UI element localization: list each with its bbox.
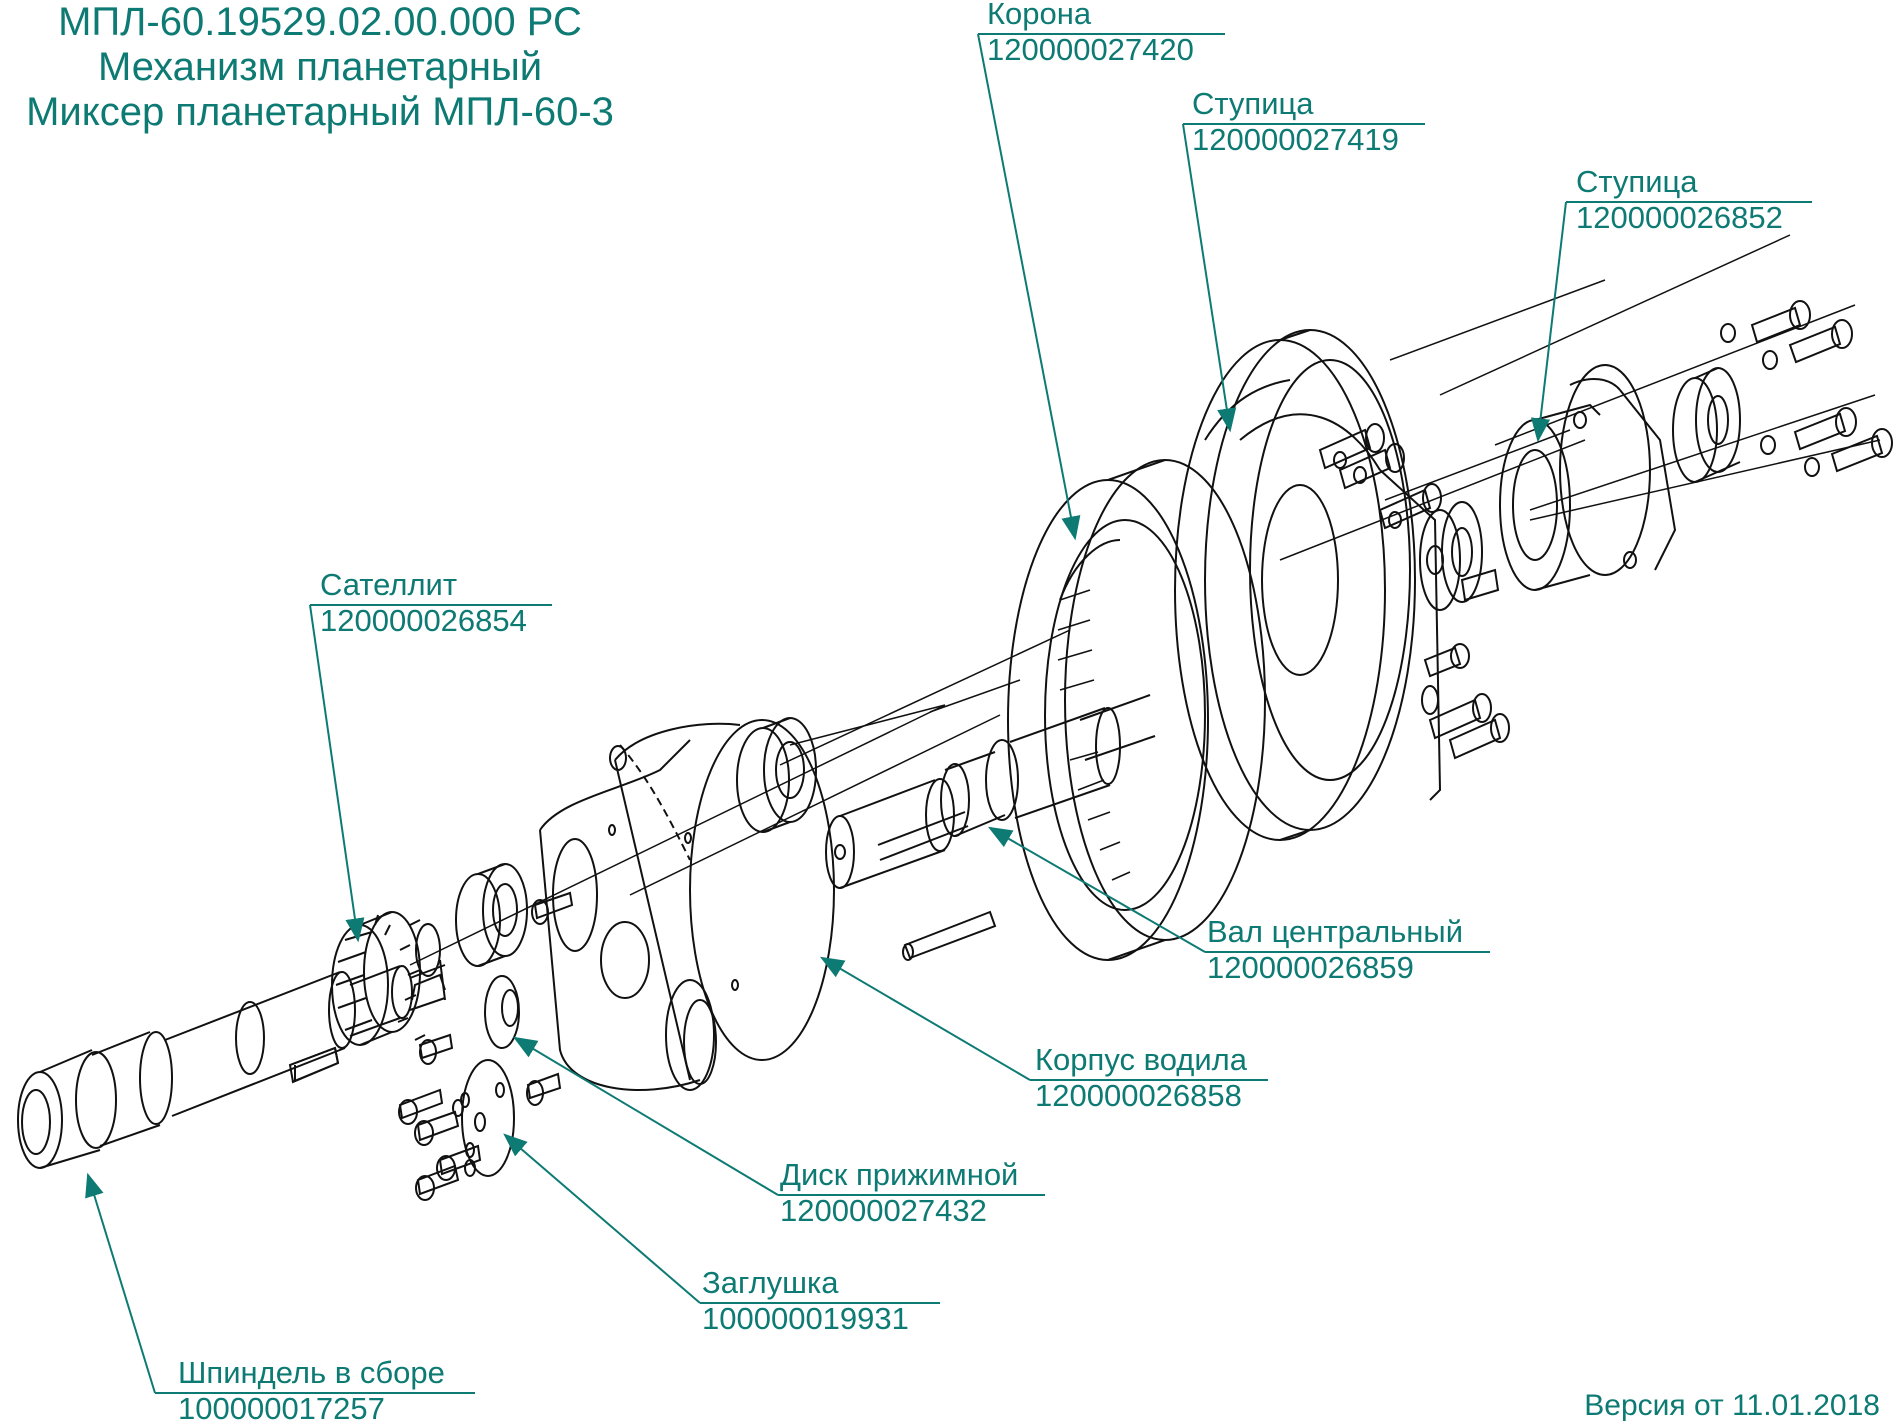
part-number: 120000026858 [1035,1078,1242,1113]
hub-flange-large [1174,329,1416,841]
leader-satellit [309,604,365,943]
part-name: Корона [987,0,1092,31]
part-name: Ступица [1192,86,1314,121]
part-name: Сателлит [320,567,458,602]
part-number: 120000026854 [320,603,527,638]
hub-bearing-far [1672,367,1741,483]
part-name: Шпиндель в сборе [178,1355,445,1390]
satellite-bearing [455,863,528,967]
callout-satellit: Сателлит 120000026854 [320,567,527,639]
callout-stupica-1: Ступица 120000027419 [1192,86,1399,158]
hub-bolts-lower [1423,643,1510,760]
callout-zaglushka: Заглушка 100000019931 [702,1265,909,1337]
document-number: МПЛ-60.19529.02.00.000 РС [58,0,582,44]
leader-korpus [819,956,1031,1081]
part-number: 100000017257 [178,1391,385,1426]
end-cap-plate [398,1059,515,1201]
part-name: Корпус водила [1035,1042,1248,1077]
satellite-gear [331,911,426,1046]
callout-val: Вал центральный 120000026859 [1207,914,1463,986]
part-number: 120000027420 [987,32,1194,67]
title-block: МПЛ-60.19529.02.00.000 РС Механизм плане… [0,0,640,135]
callout-stupica-2: Ступица 120000026852 [1576,164,1783,236]
version-label: Версия от 11.01.2018 [1584,1389,1880,1422]
spindle-assembly [17,959,446,1169]
central-shaft [825,694,1156,961]
leader-stupica-1 [1182,123,1237,433]
callout-shpindel: Шпиндель в сборе 100000017257 [178,1355,445,1427]
assembly-axis-lines [409,234,1881,966]
hub-bearing-small [1419,501,1500,611]
part-name: Вал центральный [1207,914,1464,949]
leader-zaglushka [503,1133,701,1304]
part-number: 120000026852 [1576,200,1783,235]
callout-disk: Диск прижимной 120000027432 [780,1157,1018,1229]
hub-bolts-upper [1318,423,1442,530]
leader-korona [977,33,1081,541]
ring-gear [1007,459,1266,961]
product-title: Миксер планетарный МПЛ-60-3 [26,90,614,134]
leader-shpindel [85,1172,156,1394]
parallel-key [288,1046,340,1084]
retaining-ring [415,923,441,977]
pressure-disc [484,975,520,1049]
part-number: 120000026859 [1207,950,1414,985]
hub-bolts-far [1720,300,1893,477]
leader-stupica-2 [1530,201,1567,443]
carrier-housing [539,719,835,1091]
assembly-title: Механизм планетарный [97,45,543,89]
callout-korpus: Корпус водила 120000026858 [1035,1042,1247,1114]
part-number: 120000027432 [780,1193,987,1228]
callout-korona: Корона 120000027420 [987,0,1194,68]
carrier-bearing [736,717,817,833]
part-name: Ступица [1576,164,1698,199]
part-number: 120000027419 [1192,122,1399,157]
hub-small [1499,364,1677,591]
part-linework [17,234,1893,1201]
part-number: 100000019931 [702,1301,909,1336]
leader-disk [512,1036,779,1196]
part-name: Диск прижимной [780,1157,1019,1192]
leader-val [987,826,1206,953]
part-name: Заглушка [702,1265,839,1300]
callout-leaders [85,33,1812,1394]
